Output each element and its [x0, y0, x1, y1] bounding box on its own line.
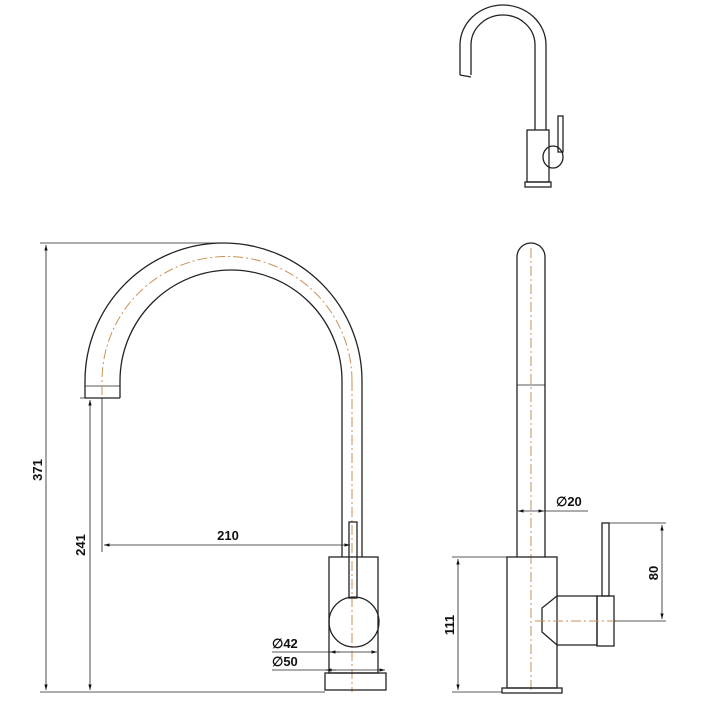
front-view: 371 241 210 ∅42 ∅50	[30, 242, 387, 693]
spout-inner	[119, 269, 343, 557]
base	[324, 672, 387, 691]
dim-base-diameter: ∅50	[272, 654, 298, 669]
riser	[516, 242, 546, 557]
side-view: ∅20 80 111	[442, 242, 666, 694]
side-body	[506, 556, 558, 689]
body	[328, 556, 379, 674]
dim-lever-height: 80	[646, 566, 661, 580]
spout-centerline	[101, 256, 353, 395]
dim-riser-diameter: ∅20	[556, 494, 582, 509]
side-lever	[601, 522, 610, 597]
dim-spout-reach: 210	[217, 528, 239, 543]
dim-body-height: 111	[442, 615, 457, 635]
dim-spout-height: 241	[73, 534, 88, 556]
lever	[348, 521, 358, 599]
faucet-perspective-thumbnail	[459, 4, 564, 188]
handle-boss	[541, 595, 598, 646]
side-base	[501, 687, 563, 694]
spout-outer	[84, 242, 363, 557]
handle-knob	[328, 596, 380, 648]
dim-body-diameter: ∅42	[272, 636, 298, 651]
dim-overall-height: 371	[30, 459, 45, 481]
